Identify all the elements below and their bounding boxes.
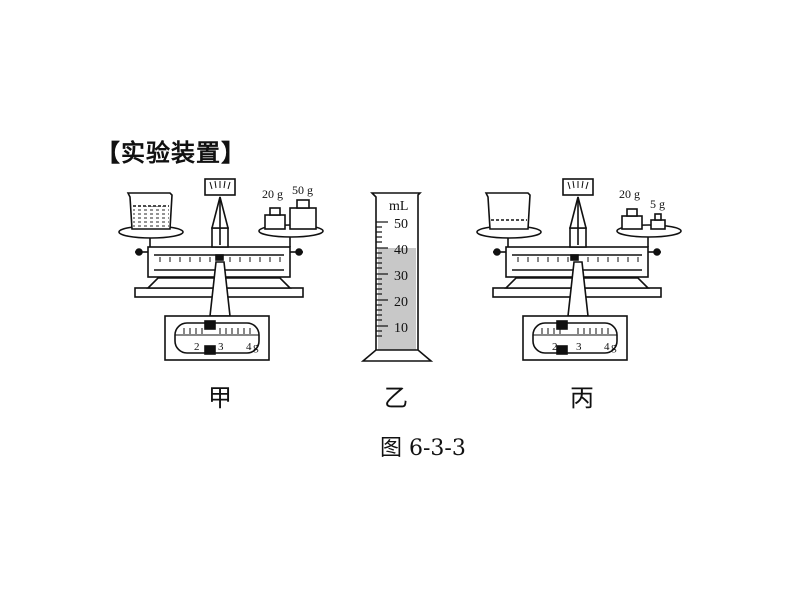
svg-text:g: g [611,341,617,353]
cylinder-unit: mL [389,199,408,214]
cylinder-liquid [378,248,416,354]
cylinder-ticks [376,221,388,337]
empty-beaker [484,192,531,230]
svg-text:3: 3 [576,341,582,353]
balance-bing [476,178,682,361]
weight-label-50g: 50 g [292,183,313,197]
label-bing: 丙 [570,384,594,412]
svg-text:2: 2 [552,341,558,353]
svg-text:20: 20 [394,295,408,310]
rider [215,254,224,261]
weight-label-20g: 20 g [262,187,283,201]
zoom-rider-top [204,320,216,330]
zoom-rider-bottom [204,345,216,355]
svg-text:30: 30 [394,269,408,284]
svg-text:50: 50 [394,217,408,232]
weight-50g [289,207,317,230]
svg-text:4: 4 [604,341,610,353]
svg-text:g: g [253,341,259,353]
beaker-liquid [133,206,169,228]
svg-text:20 g: 20 g [619,187,640,201]
beam-scale-ticks [159,257,281,262]
section-heading: 【实验装置】 [96,139,246,167]
svg-text:2: 2 [194,341,200,353]
svg-text:4: 4 [246,341,252,353]
balance-jia [118,178,324,361]
weight-20g [264,214,286,230]
svg-text:5 g: 5 g [650,197,665,211]
label-yi: 乙 [384,384,408,412]
svg-text:40: 40 [394,243,408,258]
svg-text:10: 10 [394,321,408,336]
figure-caption: 图 6-3-3 [380,436,466,461]
svg-text:3: 3 [218,341,224,353]
label-jia: 甲 [208,384,232,412]
graduated-cylinder [360,192,434,362]
